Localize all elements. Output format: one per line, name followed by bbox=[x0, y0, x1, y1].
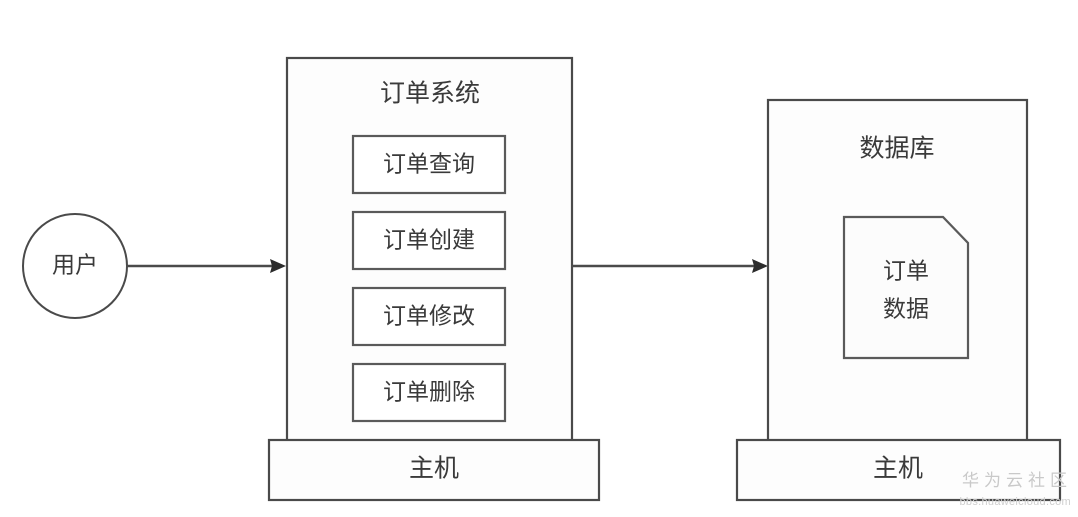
component-label-order-modify: 订单修改 bbox=[383, 303, 475, 328]
order-data-label-line2: 数据 bbox=[883, 296, 929, 321]
order-data-document-shape[interactable] bbox=[842, 215, 970, 360]
user-label: 用户 bbox=[52, 252, 98, 277]
connection-user-to-order-system bbox=[127, 259, 286, 273]
component-label-order-create: 订单创建 bbox=[383, 227, 475, 252]
order-data-label-line1: 订单 bbox=[883, 258, 929, 283]
node-database: 数据库 订单 数据 主机 bbox=[735, 98, 1062, 502]
arrow-head-1 bbox=[270, 259, 286, 273]
order-system-host-box bbox=[267, 438, 601, 502]
arrow-head-2 bbox=[752, 259, 768, 273]
component-box-order-create[interactable] bbox=[351, 210, 507, 271]
component-label-order-delete: 订单删除 bbox=[383, 379, 475, 404]
watermark-url: bbs.huaweicloud.com bbox=[959, 496, 1071, 508]
component-box-order-query[interactable] bbox=[351, 134, 507, 195]
actor-user: 用户 bbox=[22, 213, 128, 319]
component-label-order-query: 订单查询 bbox=[383, 151, 475, 176]
connection-order-system-to-database bbox=[572, 259, 768, 273]
node-order-system: 订单系统 订单查询 订单创建 订单修改 订单删除 主机 bbox=[267, 56, 601, 502]
component-box-order-modify[interactable] bbox=[351, 286, 507, 347]
component-box-order-delete[interactable] bbox=[351, 362, 507, 423]
database-host-label: 主机 bbox=[873, 455, 923, 483]
order-system-title: 订单系统 bbox=[380, 80, 480, 108]
database-title: 数据库 bbox=[859, 135, 934, 163]
database-host-box bbox=[735, 438, 1062, 502]
watermark-brand: 华为云社区 bbox=[962, 471, 1072, 490]
order-system-host-label: 主机 bbox=[409, 455, 459, 483]
